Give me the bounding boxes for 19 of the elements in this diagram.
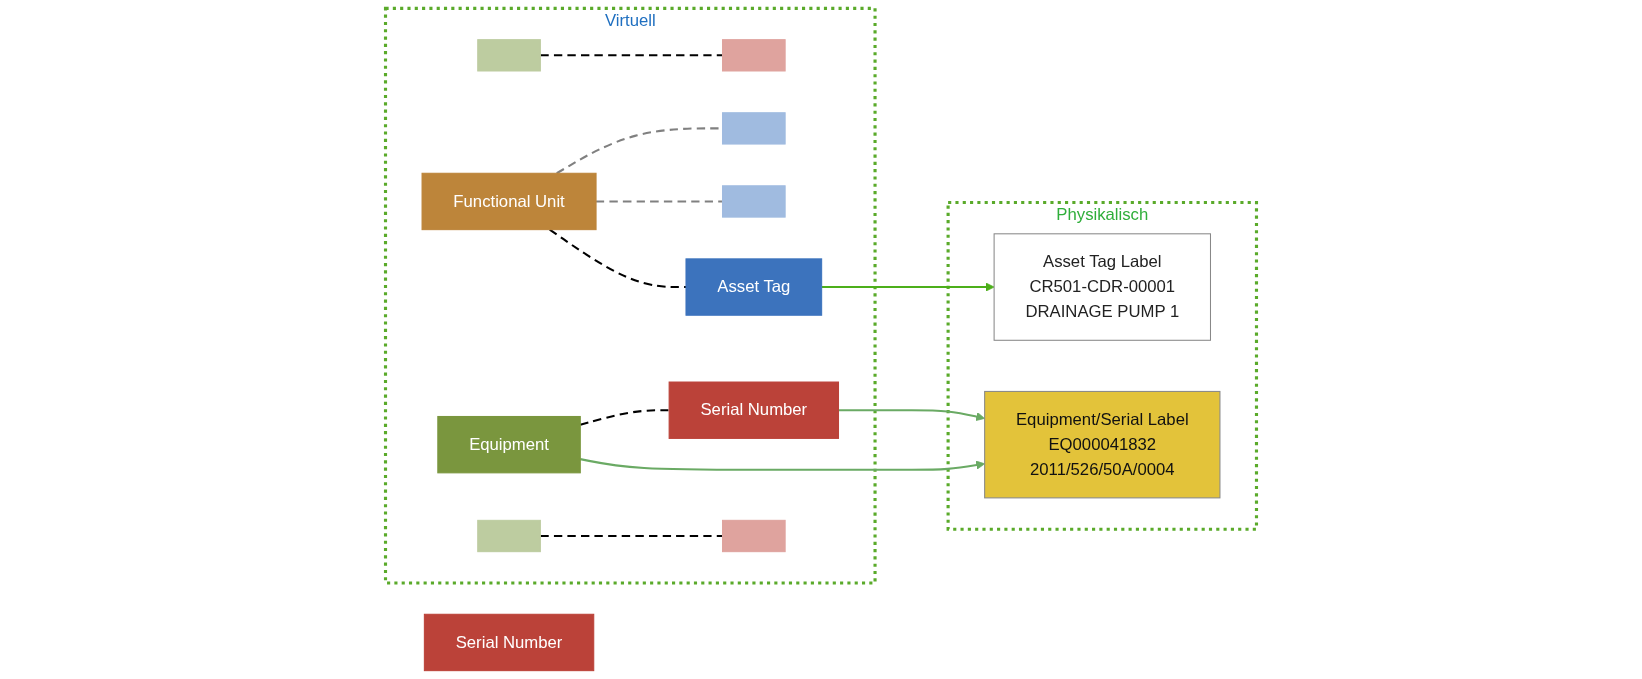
node-box xyxy=(477,519,541,553)
node-box: Asset Tag xyxy=(685,258,823,316)
node-box: Serial Number xyxy=(423,613,595,672)
node-box: Asset Tag Label CR501-CDR-00001 DRAINAGE PUMP 1 xyxy=(993,233,1211,341)
node-box xyxy=(722,39,786,72)
node-box xyxy=(722,185,786,218)
node-box: Equipment xyxy=(437,415,581,474)
connector xyxy=(549,228,686,289)
arrow xyxy=(821,282,995,292)
connector xyxy=(596,200,723,203)
node-box: Functional Unit xyxy=(421,172,597,231)
connector xyxy=(580,409,670,426)
node-box xyxy=(722,519,786,553)
node-box: Equipment/Serial Label EQ000041832 2011/526/50A/0004 xyxy=(984,390,1221,499)
node-box: Serial Number xyxy=(668,381,840,439)
node-box xyxy=(477,39,541,72)
connector xyxy=(540,54,723,57)
node-box xyxy=(722,112,786,145)
connector xyxy=(540,534,723,538)
